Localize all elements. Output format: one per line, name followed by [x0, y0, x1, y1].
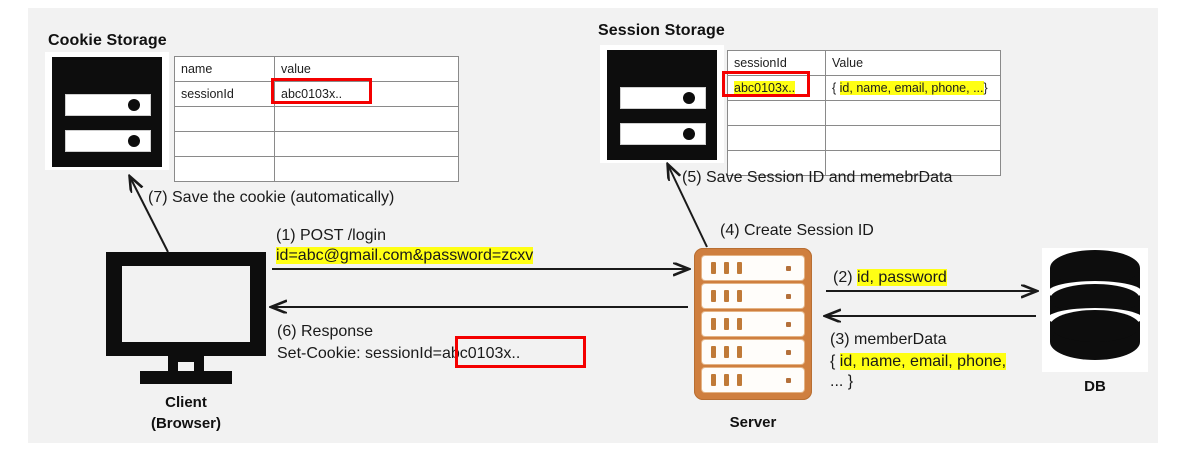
session-cell-value-3	[825, 125, 1001, 151]
client-label-line2: (Browser)	[150, 415, 221, 432]
cookie-storage-table-wrap: name value sessionId abc0103x..	[174, 56, 459, 182]
step-3-label-line2: { id, name, email, phone,	[830, 352, 1007, 372]
cookie-cell-value-2	[274, 106, 459, 132]
table-row	[727, 125, 1001, 151]
cookie-storage-title: Cookie Storage	[48, 32, 167, 49]
step-2-prefix: (2)	[833, 269, 857, 286]
table-row: name value	[174, 56, 459, 82]
table-row	[174, 106, 459, 132]
step-2-label: (2) id, password	[833, 268, 947, 288]
session-storage-table: sessionId Value abc0103x.. { id, name, e…	[727, 50, 1001, 176]
cookie-cell-value-4	[274, 156, 459, 182]
cookie-header-name: name	[174, 56, 275, 82]
step-2-credentials: id, password	[857, 269, 947, 286]
step-7-label: (7) Save the cookie (automatically)	[148, 189, 395, 206]
client-icon	[106, 252, 266, 387]
step-6-label-line1: (6) Response	[277, 323, 374, 340]
cookie-cell-name-2	[174, 106, 275, 132]
cookie-cell-name-3	[174, 131, 275, 157]
session-cell-id-3	[727, 125, 826, 151]
step-5-label: (5) Save Session ID and memebrData	[682, 169, 953, 186]
cookie-header-value: value	[274, 56, 459, 82]
cookie-cell-name-1: sessionId	[174, 81, 275, 107]
table-row: abc0103x.. { id, name, email, phone, ...…	[727, 75, 1001, 101]
step-4-label: (4) Create Session ID	[720, 222, 874, 239]
cookie-cell-name-4	[174, 156, 275, 182]
session-header-id: sessionId	[727, 50, 826, 76]
step-3-fields: id, name, email, phone,	[839, 353, 1007, 370]
step-6-label-line2: Set-Cookie: sessionId=abc0103x..	[277, 344, 520, 364]
db-label: DB	[1084, 378, 1106, 395]
step-1-label-line1: (1) POST /login	[276, 227, 386, 244]
value-open: {	[832, 81, 840, 95]
session-cell-id-4	[727, 150, 826, 176]
cookie-storage-table: name value sessionId abc0103x..	[174, 56, 459, 182]
step-3-brace-open: {	[830, 353, 840, 370]
session-header-value: Value	[825, 50, 1001, 76]
value-close: }	[983, 81, 988, 95]
step-3-label-line1: (3) memberData	[830, 331, 947, 348]
session-cell-id-1: abc0103x..	[727, 75, 826, 101]
table-row	[727, 100, 1001, 126]
step-6-setcookie-pre: Set-Cookie: session	[277, 345, 420, 362]
value-highlight: id, name, email, phone, ...	[839, 81, 984, 95]
session-cell-id-2	[727, 100, 826, 126]
step-3-label-line3: ... }	[830, 373, 854, 390]
session-cell-value-4	[825, 150, 1001, 176]
step-6-setcookie-post: =abc0103x..	[432, 345, 521, 362]
table-row	[174, 156, 459, 182]
step-1-label-line2: id=abc@gmail.com&password=zcxv	[276, 246, 534, 266]
server-label: Server	[729, 414, 777, 431]
session-cell-value-2	[825, 100, 1001, 126]
client-label-line1: Client	[165, 394, 207, 411]
table-row	[174, 131, 459, 157]
session-cell-value-1: { id, name, email, phone, ...}	[825, 75, 1001, 101]
session-storage-title: Session Storage	[598, 22, 725, 39]
session-id-highlight: abc0103x..	[734, 81, 796, 95]
table-row: sessionId abc0103x..	[174, 81, 459, 107]
step-1-credentials: id=abc@gmail.com&password=zcxv	[276, 247, 534, 264]
table-row: sessionId Value	[727, 50, 1001, 76]
db-icon	[1042, 248, 1148, 372]
cookie-storage-icon	[45, 52, 169, 170]
session-storage-icon	[600, 45, 724, 163]
cookie-cell-value-1: abc0103x..	[274, 81, 459, 107]
table-row	[727, 150, 1001, 176]
session-storage-table-wrap: sessionId Value abc0103x.. { id, name, e…	[727, 50, 1001, 176]
cookie-cell-value-3	[274, 131, 459, 157]
server-icon	[694, 248, 812, 400]
step-6-setcookie-mid: Id	[419, 345, 433, 362]
